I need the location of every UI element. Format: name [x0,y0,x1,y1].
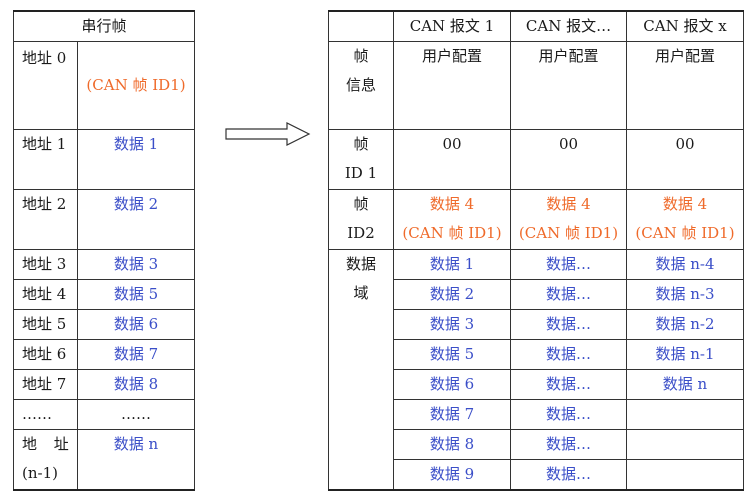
row-label: 帧 ID2 [328,189,394,250]
value-cell: 数据 8 [76,369,196,400]
column-header: CAN 报文 1 [393,10,511,42]
column-header: CAN 报文 x [626,10,744,42]
data-cell: 数据 n-3 [626,279,744,310]
address-cell: 地址 1 [13,129,78,190]
data-cell: 数据 3 [393,309,511,340]
column-header: CAN 报文… [510,10,627,42]
data-cell: 数据… [510,249,627,280]
address-cell: 地址 7 [13,369,78,400]
ellipsis-cell: …… [76,399,196,430]
address-cell: 地址 6 [13,339,78,370]
frame-info-cell: 用户配置 [510,41,627,130]
value-cell: (CAN 帧 ID1) [76,41,196,130]
value-cell: 数据 7 [76,339,196,370]
data-cell: 数据… [510,309,627,340]
data-cell: 数据 n-2 [626,309,744,340]
frame-id1-cell: 00 [510,129,627,190]
value-cell: 数据 n [76,429,196,491]
data-cell: 数据 n-1 [626,339,744,370]
data-cell: 数据 n [626,369,744,400]
value-cell: 数据 3 [76,249,196,280]
data-cell: 数据 8 [393,429,511,460]
data-cell: 数据 7 [393,399,511,430]
value-cell: 数据 1 [76,129,196,190]
data-cell [626,429,744,460]
header-blank-cell [328,10,394,42]
row-label: 帧 信息 [328,41,394,130]
data-cell: 数据… [510,459,627,491]
data-cell: 数据… [510,279,627,310]
right-arrow-icon [225,122,311,146]
data-cell [626,399,744,430]
frame-id2-cell: 数据 4 (CAN 帧 ID1) [393,189,511,250]
address-cell: 地 址 (n-1) [13,429,78,491]
data-cell: 数据… [510,429,627,460]
frame-id1-cell: 00 [626,129,744,190]
serial-frame-table: 串行帧 地址 0 (CAN 帧 ID1) 地址 1 数据 1 地址 2 数据 2… [12,10,196,491]
can-messages-table: CAN 报文 1 CAN 报文… CAN 报文 x 帧 信息 用户配置 用户配置… [328,10,744,491]
data-cell: 数据 2 [393,279,511,310]
address-cell: 地址 5 [13,309,78,340]
frame-id1-cell: 00 [393,129,511,190]
frame-info-cell: 用户配置 [626,41,744,130]
value-cell: 数据 5 [76,279,196,310]
data-cell: 数据 1 [393,249,511,280]
ellipsis-cell: …… [13,399,78,430]
row-label: 帧 ID 1 [328,129,394,190]
data-cell: 数据… [510,339,627,370]
value-cell: 数据 2 [76,189,196,250]
data-cell: 数据 9 [393,459,511,491]
frame-id2-cell: 数据 4 (CAN 帧 ID1) [626,189,744,250]
row-label: 数据 域 [328,249,394,491]
value-cell: 数据 6 [76,309,196,340]
data-cell: 数据 5 [393,339,511,370]
data-cell: 数据… [510,369,627,400]
frame-info-cell: 用户配置 [393,41,511,130]
address-cell: 地址 2 [13,189,78,250]
data-cell: 数据 6 [393,369,511,400]
frame-id2-cell: 数据 4 (CAN 帧 ID1) [510,189,627,250]
address-cell: 地址 3 [13,249,78,280]
data-cell: 数据 n-4 [626,249,744,280]
data-cell [626,459,744,491]
data-cell: 数据… [510,399,627,430]
address-cell: 地址 0 [13,41,78,130]
address-cell: 地址 4 [13,279,78,310]
serial-frame-title: 串行帧 [12,10,196,42]
